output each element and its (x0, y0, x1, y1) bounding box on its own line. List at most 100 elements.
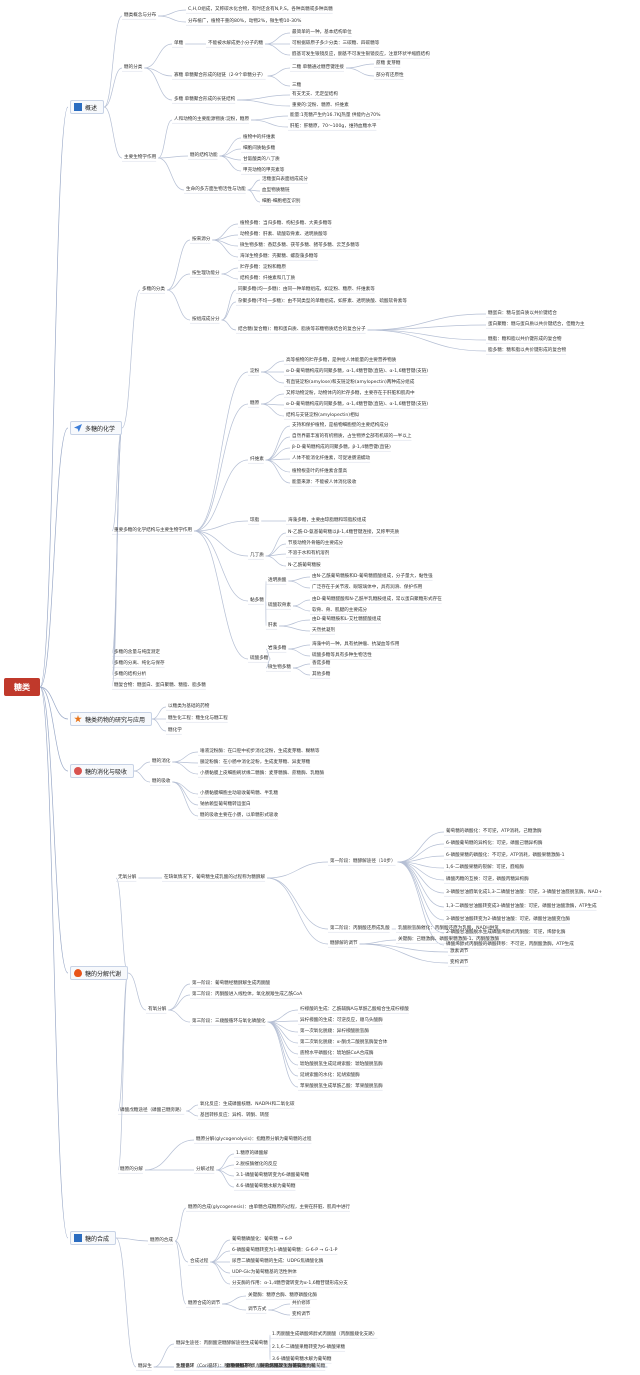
node[interactable]: 小肠黏膜细胞主动吸收葡萄糖、半乳糖 (200, 791, 279, 796)
node[interactable]: 3.1-磷酸葡萄糖转变为6-磷酸葡萄糖 (236, 1173, 310, 1178)
node[interactable]: 生命的多方面生物活性与功能 (186, 187, 246, 192)
node[interactable]: 重要多糖的化学结构与主要生物学作用 (114, 528, 193, 533)
node[interactable]: 天然抗凝剂 (312, 628, 335, 633)
node[interactable]: 调节酸碱平衡 (226, 1364, 254, 1369)
node[interactable]: C,H,O组成，又称碳水化合物，有时还含有N,P,S。各种高糖或多种高糖 (188, 7, 333, 12)
node[interactable]: 琼脂 (250, 518, 260, 523)
node[interactable]: 第三阶段：三羧酸循环与氧化磷酸化 (192, 1019, 266, 1024)
node[interactable]: 多糖的分离、纯化与保存 (114, 661, 165, 666)
node[interactable]: 其他多糖 (312, 672, 331, 677)
node[interactable]: 糖化学 (168, 728, 182, 733)
node[interactable]: 糖酵解的调节 (330, 941, 358, 946)
node[interactable]: 磷酸戊糖途径（磷酸己糖旁路） (120, 1108, 185, 1113)
node[interactable]: 1,6-二磷酸果糖的裂解：可逆，醛缩酶 (446, 865, 524, 870)
root-topic[interactable]: 糖类 (4, 678, 40, 696)
node[interactable]: 软骨、骨、肌腱的主要成分 (312, 608, 368, 613)
node[interactable]: 蔗糖 麦芽糖 (376, 61, 401, 66)
node[interactable]: 醛基可发生银镜反应，酮基不可发生银镜反应，注意环状半缩醛结构 (292, 52, 430, 57)
node[interactable]: 6-磷酸葡萄糖转变为1-磷酸葡萄糖：G-6-P → G-1-P (232, 1248, 338, 1253)
node[interactable]: 小肠黏膜上皮细胞刷状缘二糖酶：麦芽糖酶、蔗糖酶、乳糖酶 (200, 771, 325, 776)
node[interactable]: 糖异生 (138, 1364, 152, 1369)
node[interactable]: 2.1,6-二磷酸果糖转变为6-磷酸果糖 (272, 1345, 346, 1350)
node[interactable]: 糖的分类 (124, 65, 143, 70)
node[interactable]: 变构调节 (450, 960, 469, 965)
node[interactable]: 纤维素 (250, 457, 264, 462)
node[interactable]: 苹果酸脱氢生成草酰乙酸：苹果酸脱氢酶 (300, 1084, 383, 1089)
node[interactable]: 多糖的含量与纯度测定 (114, 650, 160, 655)
node[interactable]: 糖脂：糖和脂以共价键形成的复合物 (488, 337, 562, 342)
node[interactable]: 海藻多糖，主要由琼脂糖和琼脂胶组成 (288, 518, 367, 523)
section-digestion-absorption[interactable]: 糖的消化与吸收 (70, 764, 135, 778)
node[interactable]: 分布植广，植物干重的80%，动物2%，微生物10-30% (188, 19, 302, 24)
node[interactable]: 琥珀酸脱氢生成延胡索酸：琥珀酸脱氢酶 (300, 1062, 383, 1067)
node[interactable]: 合成过程 (190, 1259, 209, 1264)
node[interactable]: 寡糖 单糖聚合形成的短链（2-9个单糖分子） (174, 73, 266, 78)
node[interactable]: 糖的消化 (152, 759, 171, 764)
node[interactable]: 结合糖(复合糖)：糖和蛋白质、脂质等非糖物质结合的复合分子 (238, 327, 366, 332)
node[interactable]: N-乙酰-D-氨基葡萄糖以β-1,4糖苷键连接，又称甲壳质 (288, 530, 400, 535)
section-drug-research[interactable]: 糖类药物的研究与应用 (70, 712, 153, 726)
node[interactable]: 生理意义 (176, 1364, 195, 1369)
section-synthesis[interactable]: 糖的合成 (70, 1231, 117, 1245)
node[interactable]: 多糖的结构分析 (114, 672, 147, 677)
node[interactable]: 能量:1克糖产生约16.7KJ热量 供能约占70% (290, 113, 381, 118)
node[interactable]: 甘氨酸类的八丁质 (243, 157, 280, 162)
node[interactable]: 人和动物的主要能源物质:淀粉，糖原 (174, 117, 250, 122)
node[interactable]: 共价修饰 (292, 1301, 311, 1306)
node[interactable]: 植物根茎叶的纤维素含量高 (292, 469, 348, 474)
node[interactable]: 糖类概念与分布 (124, 13, 157, 18)
node[interactable]: 补充肝糖原 (226, 1364, 249, 1369)
node[interactable]: 广泛存在于关节液、眼玻璃体中，具有润滑、保护作用 (312, 585, 423, 590)
node[interactable]: 由N-乙酰葡萄糖胺和D-葡萄糖醛酸组成，分子量大，黏性强 (312, 574, 433, 579)
node[interactable]: 有支无支、无定型结构 (292, 92, 338, 97)
node[interactable]: 2-磷酸甘油酸脱水生成磷酸烯醇式丙酮酸：可逆，烯醇化酶 (446, 930, 566, 935)
node[interactable]: 重要的:淀粉、糖原、纤维素 (292, 103, 349, 108)
node[interactable]: 分支酶的作用：α-1,4糖苷键转变为α-1,6糖苷键形成分支 (232, 1281, 348, 1286)
node[interactable]: 乳酸脱氢酶催化：丙酮酸还原为乳酸，NADH供氢 (398, 926, 499, 931)
node[interactable]: 支持和保护植物，是植物细胞壁的主要结构成分 (292, 423, 389, 428)
node[interactable]: 氧化反应：生成磷酸核糖、NADPH和二氧化碳 (200, 1102, 295, 1107)
node[interactable]: 淀粉 (250, 369, 260, 374)
node[interactable]: 糖的吸收 (152, 779, 171, 784)
node[interactable]: 蛋白聚糖：糖与蛋白质以共价键结合，但糖为主 (488, 322, 585, 327)
node[interactable]: 能量来源：不能被人体消化吸收 (292, 480, 357, 485)
node[interactable]: 6-磷酸果糖的磷酸化：不可逆，ATP消耗，磷酸果糖激酶-1 (446, 853, 565, 858)
node[interactable]: 主要生物学作用 (124, 155, 157, 160)
node[interactable]: 有直链淀粉(amylose)和支链淀粉(amylopectin)两种成分组成 (286, 380, 415, 385)
node[interactable]: 糖异生途径：丙酮酸逆糖酵解途径生成葡萄糖 (176, 1341, 268, 1346)
node[interactable]: 尿苷二磷酸葡萄糖的生成：UDPG焦磷酸化酶 (232, 1259, 324, 1264)
node[interactable]: 第二次氧化脱羧：α-酮戊二酸脱氢酶复合体 (300, 1040, 388, 1045)
node[interactable]: 胰淀粉酶：在小肠中消化淀粉，生成麦芽糖、异麦芽糖 (200, 760, 311, 765)
node[interactable]: 动物多糖：肝素、硫酸软骨素、透明质酸等 (240, 232, 328, 237)
node[interactable]: 细胞-细胞相互识别 (262, 199, 301, 204)
node[interactable]: 柠檬酸的生成：乙酰辅酶A与草酰乙酸缩合生成柠檬酸 (300, 1007, 409, 1012)
node[interactable]: 杂聚多糖(不均一多糖)：由不同类型的单糖组成，如肝素、透明质酸、硫酸软骨素等 (238, 299, 407, 304)
node[interactable]: 第二阶段：丙酮酸还原成乳酸 (330, 926, 390, 931)
node[interactable]: 葡萄糖释放入血供肌肉利用 (260, 1364, 316, 1369)
node[interactable]: β-D-葡萄糖构成的同聚多糖，β-1,4糖苷键(直链) (292, 445, 391, 450)
node[interactable]: 贮存多糖：淀粉和糖原 (240, 265, 286, 270)
node[interactable]: UDP-Glc为葡萄糖基的活性供体 (232, 1270, 297, 1275)
node[interactable]: 糖的结构功能 (190, 153, 218, 158)
node[interactable]: 在缺氧情况下，葡萄糖生成乳酸的过程称为糖酵解 (164, 875, 266, 880)
node[interactable]: 以糖类为基础的药物 (168, 704, 210, 709)
node[interactable]: 脂多糖：糖和脂以共价键形成的复合物 (488, 348, 567, 353)
node[interactable]: 肝内乳酸异生为葡萄糖 (260, 1364, 306, 1369)
node[interactable]: N-乙酰葡萄糖胺 (288, 563, 321, 568)
node[interactable]: 血型物质糖链 (262, 188, 290, 193)
node[interactable]: 调节方式 (248, 1307, 267, 1312)
node[interactable]: 6-磷酸葡萄糖的异构化：可逆，磷酸己糖异构酶 (446, 841, 543, 846)
node[interactable]: 葡萄糖的磷酸化：不可逆，ATP消耗，己糖激酶 (446, 829, 542, 834)
section-polysaccharide-chemistry[interactable]: 多糖的化学 (70, 421, 123, 435)
node[interactable]: 延胡索酸的水化：延胡索酸酶 (300, 1073, 360, 1078)
node[interactable]: 糖原的合成(glycogenesis)：由单糖合成糖原的过程，主要在肝脏、肌肉中… (188, 1205, 351, 1210)
node[interactable]: 第一次氧化脱羧：异柠檬酸脱氢酶 (300, 1029, 369, 1034)
node[interactable]: 按生理功能分 (192, 271, 220, 276)
node[interactable]: 钠依赖型葡萄糖转运蛋白 (200, 802, 251, 807)
node[interactable]: 结构多糖：纤维素和几丁质 (240, 276, 296, 281)
node[interactable]: 关键酶：己糖激酶、磷酸果糖激酶-1、丙酮酸激酶 (398, 937, 500, 942)
node[interactable]: 最简单的一种，基本结构单位 (292, 30, 352, 35)
node[interactable]: 糖原 (250, 401, 260, 406)
node[interactable]: 多糖 单糖聚合形成的长链结构 (174, 97, 236, 102)
node[interactable]: 硫酸软骨素 (268, 603, 291, 608)
